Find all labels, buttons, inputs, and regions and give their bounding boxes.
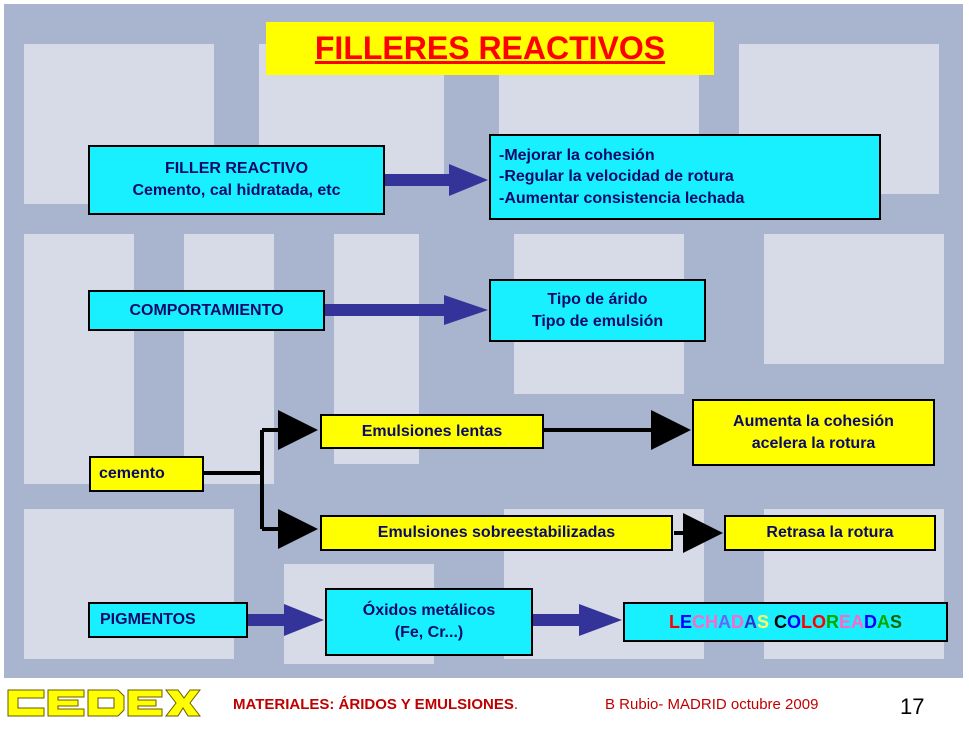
blue-arrow — [324, 295, 488, 325]
colored-letter: S — [756, 611, 769, 632]
colored-letter: D — [730, 611, 744, 632]
colored-letter: L — [668, 611, 680, 632]
watermark-block — [24, 234, 134, 484]
colored-letter: A — [717, 611, 731, 632]
emulsiones-lentas-box: Emulsiones lentas — [320, 414, 544, 449]
colored-letter: S — [890, 611, 903, 632]
emulsiones-sobre-box: Emulsiones sobreestabilizadas — [320, 515, 673, 551]
colored-letter: O — [812, 611, 827, 632]
effects-line1: -Mejorar la cohesión — [499, 146, 655, 164]
blue-arrow — [384, 164, 488, 196]
black-connector — [203, 410, 723, 553]
connector-arrows — [203, 164, 723, 636]
retrasa-box: Retrasa la rotura — [724, 515, 936, 551]
colored-letter: L — [801, 611, 812, 632]
colored-letter: A — [877, 611, 891, 632]
colored-letter: A — [743, 611, 757, 632]
cedex-logo — [7, 689, 201, 717]
comportamiento-box: COMPORTAMIENTO — [88, 290, 325, 331]
colored-letter: R — [826, 611, 840, 632]
oxidos-line2: (Fe, Cr...) — [394, 624, 464, 641]
oxidos-box: Óxidos metálicos (Fe, Cr...) — [325, 588, 533, 656]
effects-line2: -Regular la velocidad de rotura — [499, 168, 734, 186]
cemento-label: cemento — [99, 465, 165, 483]
colored-letter: E — [839, 611, 852, 632]
footer-materiales: MATERIALES: ÁRIDOS Y EMULSIONES — [233, 696, 514, 713]
emulsiones-lentas-label: Emulsiones lentas — [361, 422, 503, 440]
slide-canvas: FILLERES REACTIVOS FILLER REACTIVO Cemen… — [4, 4, 963, 678]
effects-line3: -Aumentar consistencia lechada — [499, 189, 745, 207]
page-title: FILLERES REACTIVOS — [266, 22, 714, 75]
pigmentos-label: PIGMENTOS — [100, 611, 196, 629]
emulsiones-sobre-label: Emulsiones sobreestabilizadas — [377, 524, 616, 542]
colored-letter: D — [864, 611, 878, 632]
footer-course-title: MATERIALES: ÁRIDOS Y EMULSIONES. — [233, 696, 518, 713]
tipo-box: Tipo de árido Tipo de emulsión — [489, 279, 706, 342]
title-text: FILLERES REACTIVOS — [314, 30, 666, 66]
pigmentos-box: PIGMENTOS — [88, 602, 248, 638]
colored-letter: O — [786, 611, 801, 632]
blue-arrow — [532, 604, 622, 636]
oxidos-line1: Óxidos metálicos — [362, 602, 496, 620]
filler-line2: Cemento, cal hidratada, etc — [132, 182, 341, 199]
colored-letter: H — [704, 611, 718, 632]
page-number: 17 — [900, 694, 925, 719]
footer-author: B Rubio- MADRID octubre 2009 — [605, 696, 819, 713]
colored-letter: C — [773, 611, 787, 632]
cemento-box: cemento — [89, 456, 204, 492]
colored-letter: C — [691, 611, 705, 632]
watermark-block — [764, 234, 944, 364]
filler-reactivo-box: FILLER REACTIVO Cemento, cal hidratada, … — [88, 145, 385, 215]
footer — [0, 678, 969, 731]
filler-line1: FILLER REACTIVO — [164, 160, 309, 178]
watermark-block — [184, 234, 274, 484]
colored-letter: E — [679, 611, 692, 632]
blue-arrow — [248, 604, 324, 636]
footer-dot: . — [513, 696, 519, 713]
aumenta-line2: acelera la rotura — [751, 434, 876, 452]
aumenta-box: Aumenta la cohesión acelera la rotura — [692, 399, 935, 466]
tipo-line1: Tipo de árido — [547, 290, 648, 308]
effects-box: -Mejorar la cohesión -Regular la velocid… — [489, 134, 881, 220]
comportamiento-label: COMPORTAMIENTO — [129, 301, 284, 319]
retrasa-label: Retrasa la rotura — [766, 524, 894, 542]
tipo-line2: Tipo de emulsión — [531, 312, 664, 330]
aumenta-line1: Aumenta la cohesión — [733, 412, 894, 430]
colored-letter: A — [851, 611, 865, 632]
